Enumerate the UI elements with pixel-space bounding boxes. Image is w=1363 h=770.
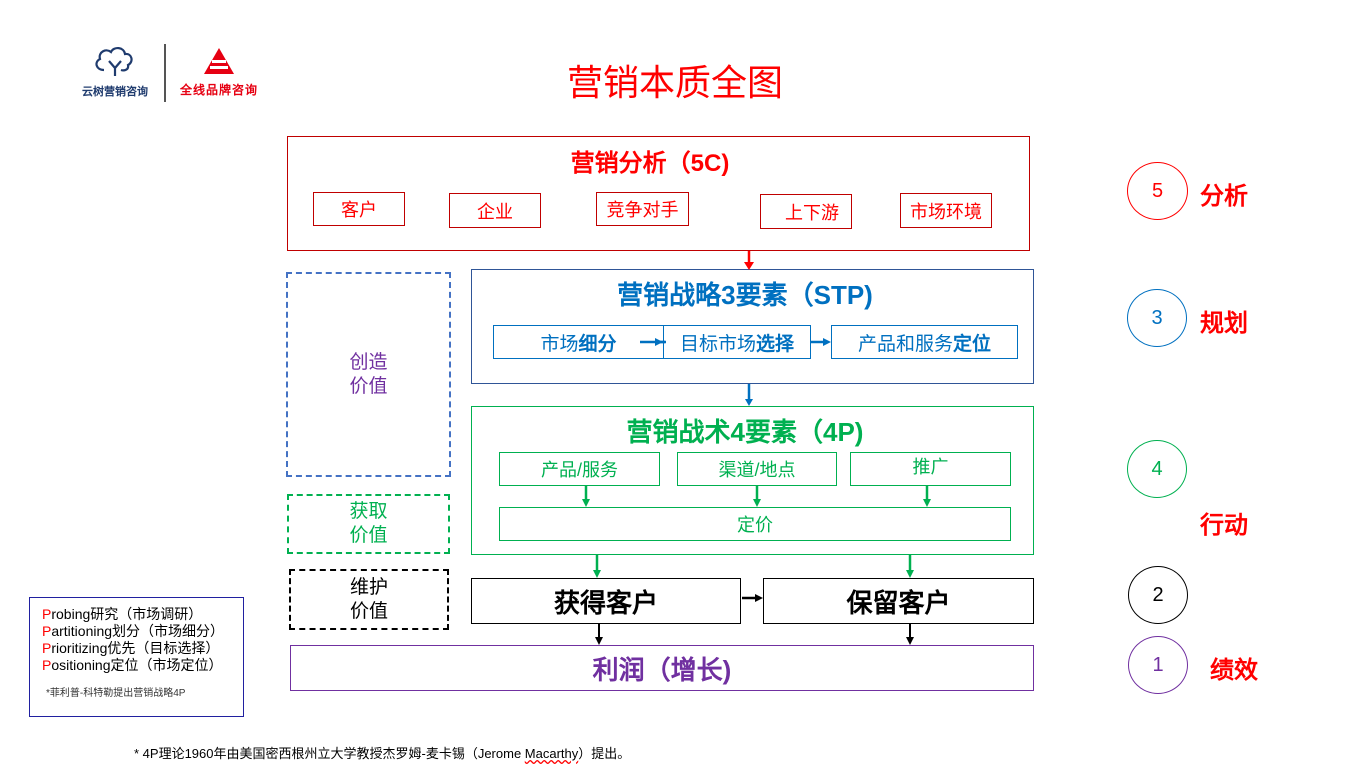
arrow-product-to-pricing [582,486,590,507]
stp-targeting: 目标市场选择 [663,325,811,359]
tree-cloud-icon [95,47,133,76]
4p-pricing: 定价 [499,507,1011,541]
logo-quanxian: 全线品牌咨询 [174,46,264,97]
triangle-logo-icon [204,48,234,74]
logo-yunshu: 云树营销咨询 [76,44,154,98]
arrow-stp-s-t [640,338,663,346]
acquire-customer-box: 获得客户 [471,578,741,624]
stp-segmentation-bold: 细分 [578,333,617,355]
stage-circle-2: 2 [1128,566,1188,624]
analysis-5c-box [287,136,1030,251]
value-maintain-line1: 维护 [349,576,388,598]
strategy-stp-title: 营销战略3要素（STP) [617,279,873,310]
value-maintain-line2: 价值 [349,600,388,622]
logo-quanxian-text: 全线品牌咨询 [179,83,258,97]
profit-growth-box: 利润（增长) [290,645,1034,691]
analysis-5c-title: 营销分析（5C) [570,149,730,177]
tactics-4p-title: 营销战术4要素（4P) [626,416,864,447]
legend-line-partitioning: Partitioning划分（市场细分） [42,623,225,639]
arrow-promotion-to-pricing [923,486,931,507]
footnote-underlined: Macarthy [524,746,579,761]
value-create-line1: 创造 [349,351,388,373]
arrow-targeting-to-positioning [811,338,831,346]
arrow-5c-to-stp [744,251,754,270]
stp-segmentation-normal: 市场 [540,333,579,355]
stp-positioning-normal: 产品和服务 [857,333,953,355]
4p-promotion: 推广 [850,452,1011,486]
arrow-acquire-to-retain [742,594,763,602]
value-capture-box: 获取价值 [287,494,450,554]
logo-yunshu-text: 云树营销咨询 [82,86,148,98]
5c-item-competitor: 竞争对手 [596,192,689,226]
arrow-4p-to-retain [906,555,914,578]
stp-positioning: 产品和服务定位 [831,325,1018,359]
4p-place: 渠道/地点 [677,452,837,486]
5c-item-customer: 客户 [313,192,405,226]
stp-targeting-normal: 目标市场 [679,333,756,355]
stage-circle-1: 1 [1128,636,1188,694]
legend-note: *菲利普-科特勒提出营销战略4P [46,688,186,699]
value-create-line2: 价值 [349,375,388,397]
stp-targeting-bold: 选择 [756,333,795,355]
stage-label-planning: 规划 [1200,310,1248,337]
tactics-4p-box [471,406,1034,555]
stage-circle-3: 3 [1127,289,1187,347]
4p-product: 产品/服务 [499,452,660,486]
stage-circle-5: 5 [1127,162,1188,220]
5c-item-market-environment: 市场环境 [900,193,992,228]
value-capture-line2: 价值 [349,525,388,546]
value-maintain-box: 维护价值 [289,569,449,630]
5c-item-supply-chain: 上下游 [760,194,852,229]
stp-legend-box: Probing研究（市场调研） Partitioning划分（市场细分） Pri… [29,597,244,717]
footnote-prefix: * 4P理论1960年由美国密西根州立大学教授杰罗姆-麦卡锡（Jerome [134,746,525,761]
stage-label-performance: 绩效 [1210,657,1258,684]
arrow-place-to-pricing [753,486,761,507]
legend-line-positioning: Positioning定位（市场定位） [42,657,223,673]
stage-label-analysis: 分析 [1200,183,1248,210]
stp-positioning-bold: 定位 [953,333,992,355]
arrow-stp-to-4p [745,384,753,406]
strategy-stp-box [471,269,1034,384]
arrow-retain-to-profit [906,624,914,645]
page-title: 营销本质全图 [566,62,783,103]
value-create-box: 创造价值 [286,272,451,477]
stage-circle-4: 4 [1127,440,1187,498]
retain-customer-box: 保留客户 [763,578,1034,624]
stage-label-action: 行动 [1200,512,1248,539]
legend-line-probing: Probing研究（市场调研） [42,606,203,622]
footnote-suffix: ）提出。 [578,746,631,761]
footnote: * 4P理论1960年由美国密西根州立大学教授杰罗姆-麦卡锡（Jerome Ma… [134,743,630,762]
arrow-4p-to-acquire [593,555,601,578]
5c-item-company: 企业 [449,193,541,228]
legend-line-prioritizing: Prioritizing优先（目标选择） [42,640,220,656]
arrow-acquire-to-profit [595,624,603,645]
value-capture-line1: 获取 [349,501,388,522]
logo-divider [164,44,166,102]
